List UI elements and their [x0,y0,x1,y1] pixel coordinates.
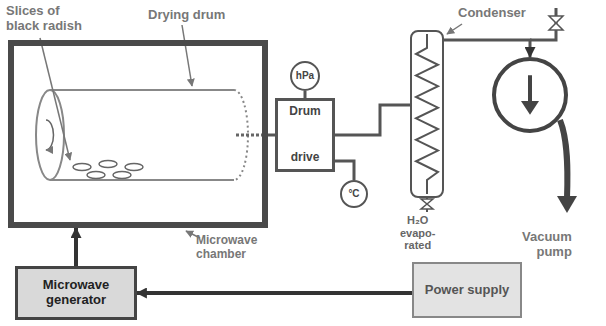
connector [335,105,410,135]
part-label: Drying drum [148,8,225,23]
condenser-outline [410,30,444,198]
connector [304,91,307,98]
node-text: Microwave generator [24,278,128,308]
chamber-box: Microwave chamber [8,40,268,228]
leader-line [182,25,192,86]
connector [268,134,275,137]
radish-slice [125,164,143,171]
connector [335,161,354,180]
pressure-gauge: hPa [290,61,320,91]
rotation-arrow [46,120,54,150]
valve-symbol [421,199,433,209]
node-text: Condenser [458,6,492,21]
pump-outline [492,57,568,133]
vent-pipe [530,8,556,40]
pump-housing [494,59,566,131]
connector [444,40,530,57]
radish-slice [73,164,91,171]
temperature-gauge: °C [340,180,368,208]
condenser: Condenser [410,30,444,198]
drive-box: Drum drive [275,98,335,172]
radish-slice [87,172,105,179]
node-text: drive [291,151,320,165]
pump-arrow-head [521,101,539,115]
pump-outlet [560,120,567,198]
valve-symbol [549,16,563,30]
generator-box: Microwave generator [15,266,137,320]
node-text: Vacuum pump [522,230,572,260]
vacuum-pump: Vacuum pump [492,57,568,133]
node-text: Power supply [425,283,510,298]
connector [74,228,78,266]
drum-edge [50,89,234,91]
node-text: °C [348,188,359,200]
drum-shaft [236,134,262,137]
radish-slice [99,161,117,168]
node-text: Drum [289,105,320,119]
pump-arrow [528,75,532,102]
leader-line [40,38,70,160]
power-box: Power supply [412,262,522,318]
connector [137,291,412,295]
part-label: Slices of black radish [6,4,92,34]
leader-line [447,24,462,34]
radish-slice [113,172,131,179]
node-text: hPa [296,70,314,82]
drying-drum [36,90,262,180]
condenser-tube [411,31,443,197]
drum-end [36,90,64,180]
outlet-label: H₂O evapo- rated [400,214,435,252]
radish-slices [73,161,143,179]
node-text: Microwave chamber [196,234,257,262]
pump-outlet-head [557,196,577,213]
condenser-coil [416,34,438,194]
drum-edge [50,179,234,181]
